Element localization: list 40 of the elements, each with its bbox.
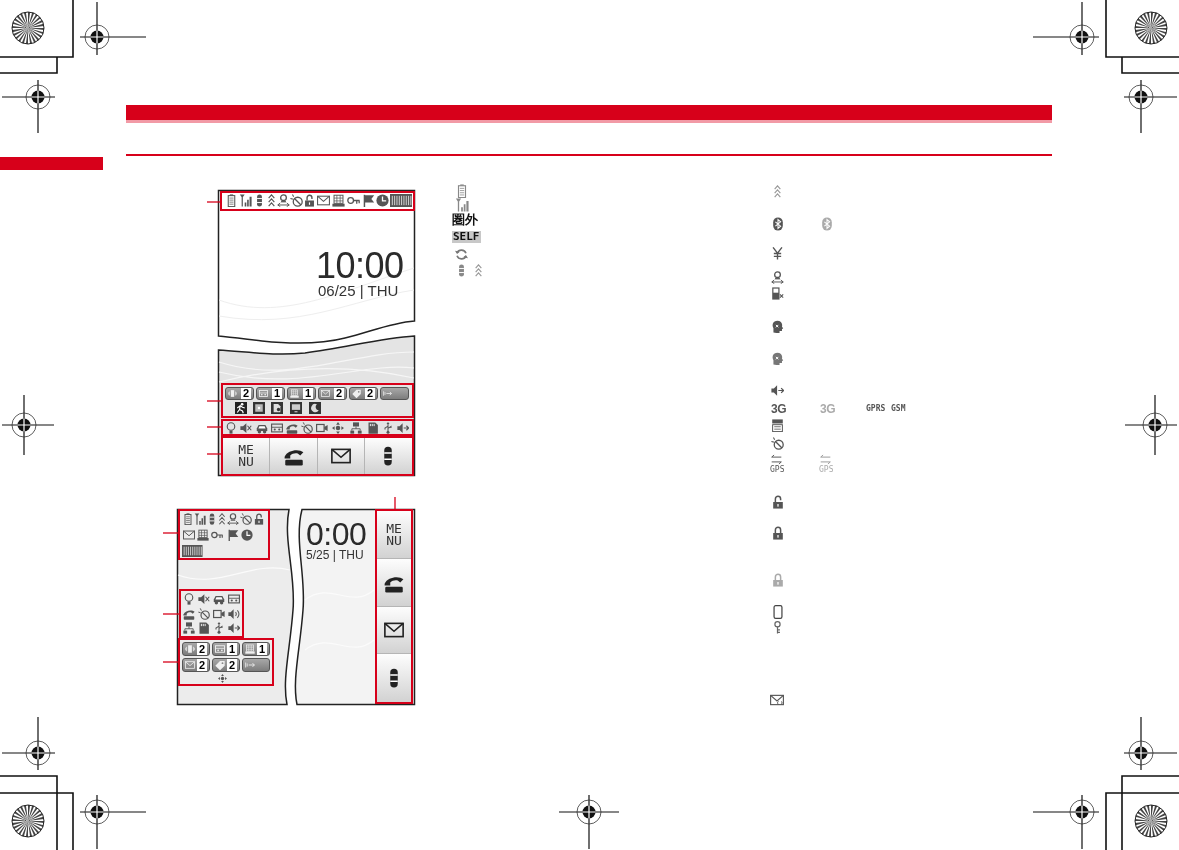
leader-line	[206, 453, 222, 455]
menu-softkey: MENU	[223, 438, 271, 474]
counter-number: 2	[226, 659, 237, 671]
leader-line	[162, 661, 179, 663]
network-indicator: GPRS	[866, 405, 886, 413]
menu-softkey: MENU	[377, 511, 411, 559]
counter-number: 1	[226, 643, 237, 655]
network-indicator: 3G	[771, 403, 786, 415]
leader-line	[394, 496, 396, 510]
highlight-frame	[375, 509, 413, 704]
highlight-frame	[221, 436, 414, 476]
counter-number: 2	[333, 388, 344, 399]
status-text: 圏外	[452, 213, 478, 226]
date-display: 06/25 | THU	[318, 283, 399, 298]
counter-number: 1	[302, 388, 313, 399]
network-indicator: GSM	[891, 405, 906, 413]
counter-number: 2	[240, 388, 251, 399]
time-display: 10:00	[316, 248, 404, 284]
counter-number: 2	[364, 388, 375, 399]
highlight-frame	[179, 589, 244, 638]
leader-line	[206, 426, 222, 428]
highlight-frame	[220, 191, 415, 211]
counter-number: 2	[196, 659, 207, 671]
time-display: 0:00	[306, 518, 367, 550]
highlight-frame	[178, 638, 274, 686]
counter-number: 1	[271, 388, 282, 399]
counter-number: 1	[256, 643, 267, 655]
highlight-frame	[178, 509, 270, 560]
leader-line	[162, 532, 179, 534]
counter-number: 2	[196, 643, 207, 655]
network-indicator: 3G	[820, 403, 835, 415]
status-text: SELF	[452, 231, 481, 243]
indicator-label: GPS	[770, 466, 785, 474]
indicator-label: GPS	[819, 466, 834, 474]
leader-line	[206, 201, 221, 203]
leader-line	[206, 400, 222, 402]
highlight-frame	[221, 419, 414, 436]
leader-line	[162, 613, 180, 615]
highlight-frame	[221, 383, 414, 418]
date-display: 5/25 | THU	[306, 549, 364, 561]
